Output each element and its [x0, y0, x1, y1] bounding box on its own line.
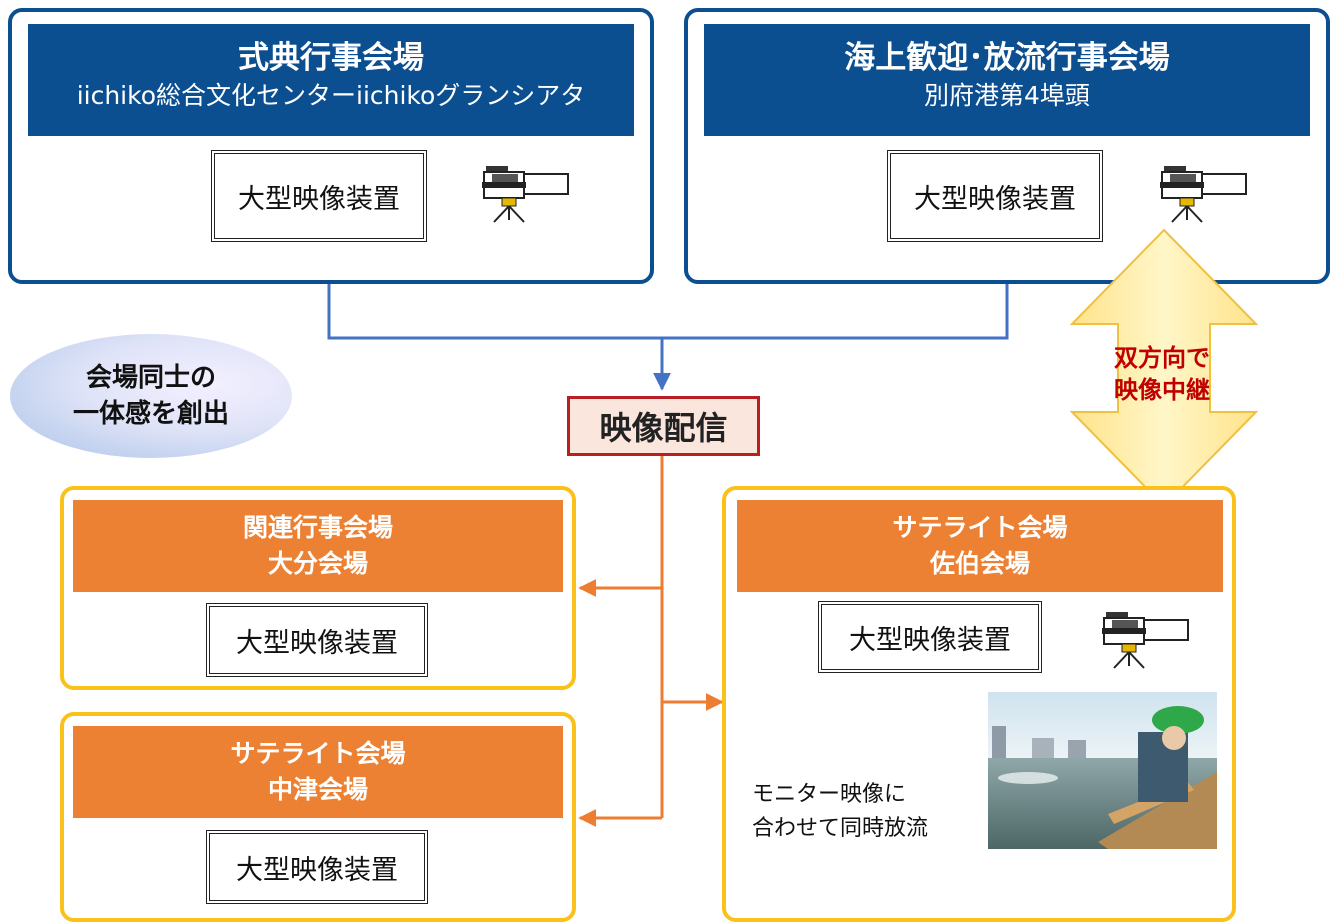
- oita-venue-type: 関連行事会場: [242, 513, 393, 542]
- oita-screen-box: 大型映像装置: [206, 603, 428, 677]
- nakatsu-venue-header: サテライト会場 中津会場: [73, 726, 563, 818]
- ceremony-venue-title: 式典行事会場: [238, 40, 424, 76]
- blue-connector: [327, 284, 1009, 391]
- saiki-screen-box: 大型映像装置: [818, 601, 1042, 673]
- relay-label: 双方向で 映像中継: [1092, 342, 1232, 406]
- distribution-box: 映像配信: [567, 396, 760, 456]
- video-camera-icon: [1160, 166, 1247, 223]
- oita-venue-header: 関連行事会場 大分会場: [73, 500, 563, 592]
- orange-connector: [578, 456, 724, 827]
- release-photo: [988, 692, 1217, 849]
- nakatsu-screen-box: 大型映像装置: [206, 830, 428, 904]
- nakatsu-venue-name: 中津会場: [267, 775, 368, 804]
- sea-venue-header: 海上歓迎･放流行事会場 別府港第4埠頭: [704, 24, 1310, 136]
- saiki-venue-type: サテライト会場: [892, 513, 1068, 542]
- ceremony-venue-frame: 式典行事会場 iichiko総合文化センターiichikoグランシアタ 大型映像…: [8, 8, 654, 284]
- unity-ellipse: 会場同士の 一体感を創出: [10, 334, 292, 458]
- video-camera-icon: [1102, 612, 1189, 669]
- sea-screen-box: 大型映像装置: [887, 150, 1103, 242]
- monitor-caption-line2: 合わせて同時放流: [752, 816, 929, 841]
- nakatsu-venue-type: サテライト会場: [230, 739, 406, 768]
- sea-venue-frame: 海上歓迎･放流行事会場 別府港第4埠頭 大型映像装置: [684, 8, 1330, 284]
- saiki-venue-name: 佐伯会場: [929, 549, 1030, 578]
- unity-line2: 一体感を創出: [72, 399, 229, 429]
- ceremony-screen-box: 大型映像装置: [211, 150, 427, 242]
- saiki-venue-header: サテライト会場 佐伯会場: [737, 500, 1223, 592]
- ceremony-venue-location: iichiko総合文化センターiichikoグランシアタ: [76, 81, 586, 110]
- relay-label-line2: 映像中継: [1114, 376, 1210, 404]
- monitor-caption: モニター映像に 合わせて同時放流: [752, 778, 972, 846]
- sea-venue-title: 海上歓迎･放流行事会場: [844, 40, 1170, 76]
- monitor-caption-line1: モニター映像に: [752, 782, 907, 807]
- relay-label-line1: 双方向で: [1114, 344, 1210, 372]
- sea-venue-location: 別府港第4埠頭: [924, 81, 1090, 110]
- unity-line1: 会場同士の: [85, 363, 216, 393]
- video-camera-icon: [482, 166, 569, 223]
- oita-venue-name: 大分会場: [267, 549, 368, 578]
- ceremony-venue-header: 式典行事会場 iichiko総合文化センターiichikoグランシアタ: [28, 24, 634, 136]
